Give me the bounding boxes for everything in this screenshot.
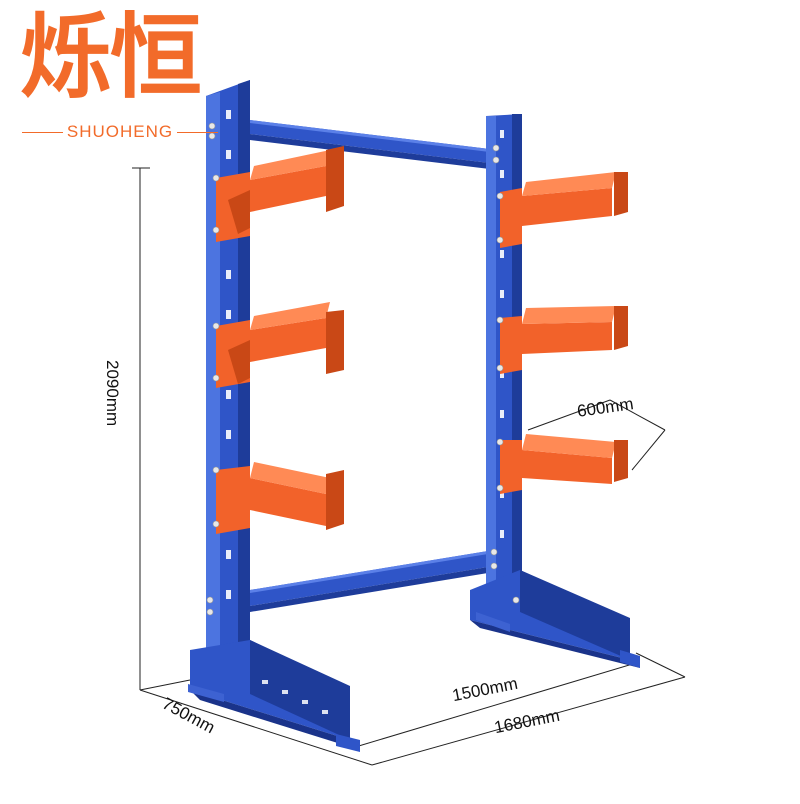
top-brace (250, 120, 498, 170)
inner-width-dimension-line (351, 662, 637, 749)
arm-dimension-line-right (609, 399, 666, 431)
right-base (470, 570, 640, 668)
right-arm-bottom (500, 434, 628, 494)
left-arm-bottom (216, 462, 344, 534)
arm-dimension-line-bottom (631, 429, 666, 471)
bolts (206, 122, 520, 616)
brand-name-en: SHUOHENG (66, 122, 174, 141)
depth-dimension-line-top (139, 679, 191, 691)
brand-rule-right (177, 131, 219, 133)
dimension-lines (132, 167, 686, 766)
arm-dimension-line-top (527, 399, 611, 431)
outer-width-dimension-edge (635, 652, 686, 678)
brand-name-en-row: SHUOHENG (22, 122, 219, 142)
left-base (188, 640, 360, 752)
left-arm-middle (216, 302, 344, 388)
brand-name-cn: 烁恒 (20, 4, 202, 111)
bottom-brace (250, 550, 494, 612)
brand-rule-left (22, 131, 63, 133)
right-arm-middle (500, 306, 628, 374)
outer-width-dimension-line (371, 676, 686, 766)
depth-dimension-line (139, 689, 373, 766)
height-dimension-label: 2090mm (103, 360, 122, 427)
left-arm-top (216, 146, 344, 242)
right-arm-top (500, 172, 628, 248)
